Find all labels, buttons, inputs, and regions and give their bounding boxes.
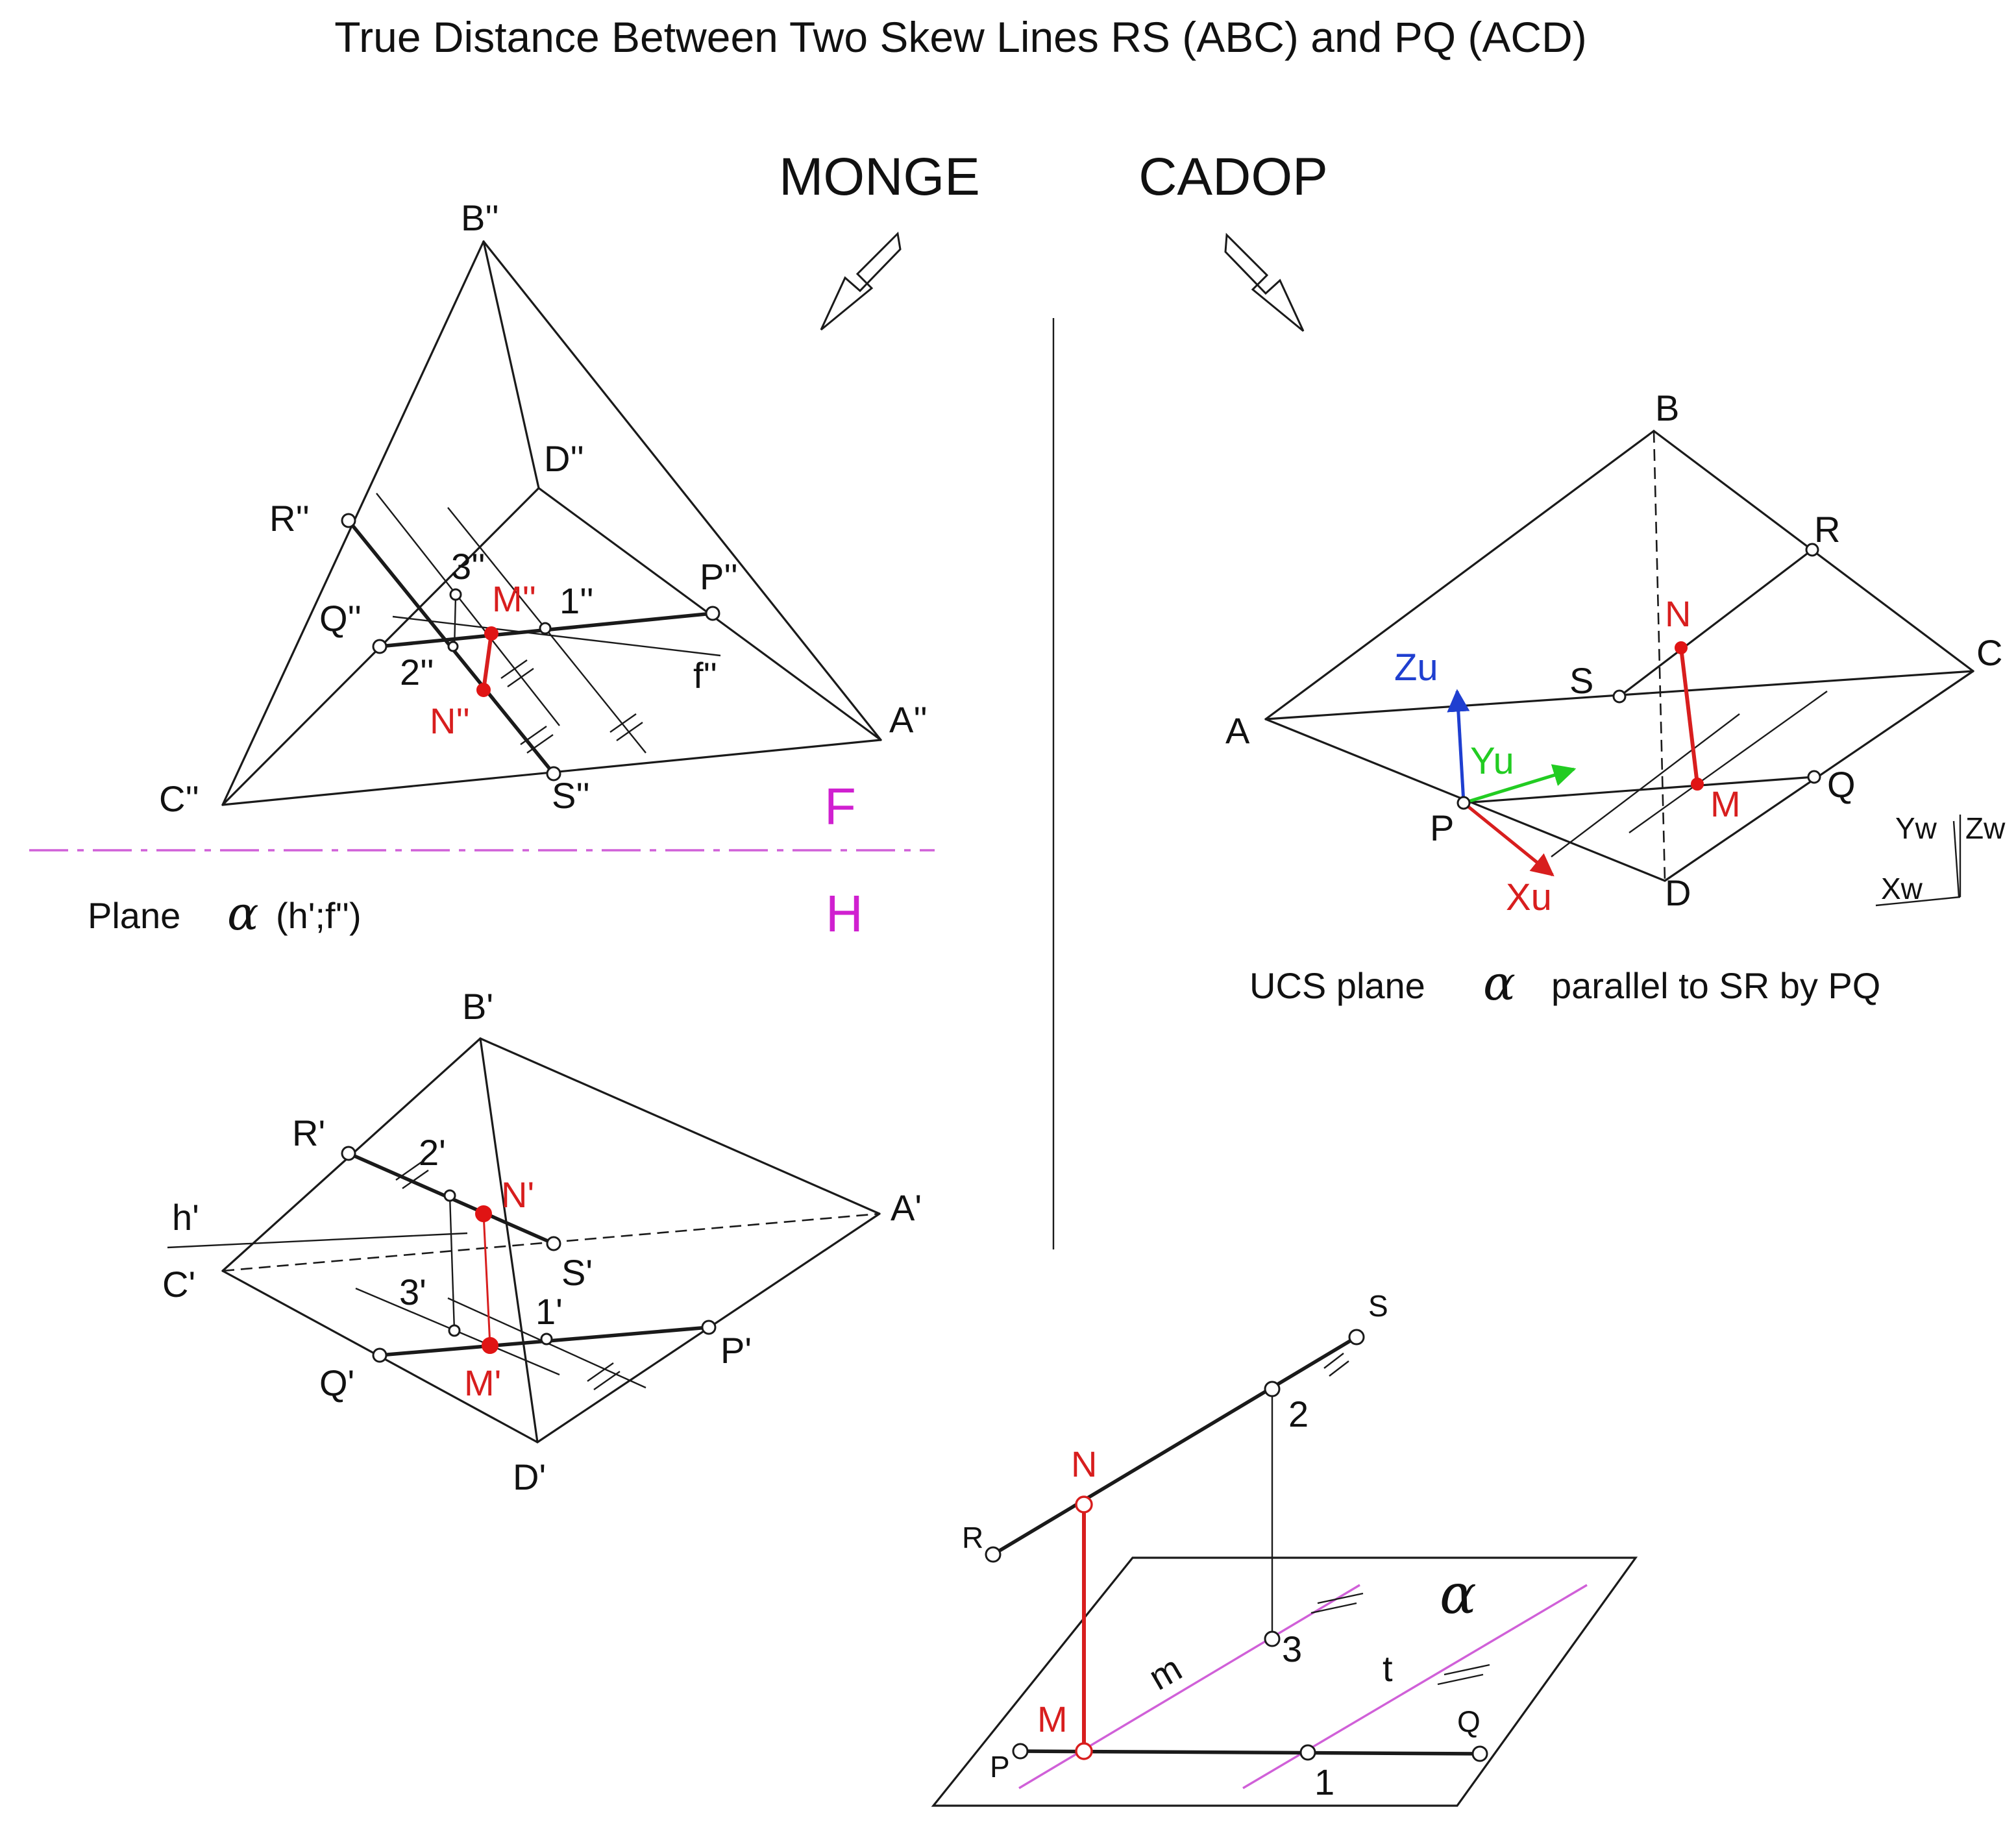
label-t-detail: t — [1383, 1648, 1393, 1689]
svg-text:Xw: Xw — [1881, 872, 1923, 905]
label-N-frontal: N'' — [430, 700, 470, 741]
label-3-horizontal: 3' — [399, 1272, 426, 1312]
label-A-horizontal: A' — [891, 1187, 922, 1228]
label-C-frontal: C'' — [159, 778, 199, 819]
ucs-caption: UCS plane α parallel to SR by PQ — [1249, 955, 1880, 1011]
label-2-frontal: 2'' — [400, 652, 434, 693]
label-P-cadop: P — [1430, 807, 1454, 848]
horizontal-plane-label: H — [826, 885, 863, 942]
frontal-view: B'' D'' R'' P'' Q'' A'' C'' S'' 1'' 2'' … — [159, 197, 928, 819]
label-Zu: Zu — [1394, 646, 1438, 689]
horizontal-view: B' R' 2' N' h' A' C' S' 3' 1' P' Q' M' D… — [162, 986, 922, 1497]
label-2-horizontal: 2' — [419, 1132, 446, 1173]
label-P-horizontal: P' — [720, 1330, 752, 1371]
label-D-cadop: D — [1665, 872, 1691, 913]
label-B-horizontal: B' — [462, 986, 493, 1027]
label-S-frontal: S'' — [552, 775, 590, 816]
label-alpha-detail: α — [1440, 1562, 1477, 1626]
label-Xu: Xu — [1506, 876, 1552, 918]
label-C-horizontal: C' — [162, 1264, 195, 1305]
label-Q-horizontal: Q' — [319, 1362, 354, 1403]
label-P-frontal: P'' — [700, 556, 738, 597]
label-P-detail: P — [990, 1750, 1010, 1784]
label-R-horizontal: R' — [292, 1112, 325, 1153]
label-h-horizontal: h' — [172, 1197, 199, 1238]
label-M-frontal: M'' — [492, 578, 536, 619]
svg-text:(h';f''): (h';f'') — [276, 895, 362, 936]
label-Yu: Yu — [1470, 740, 1514, 782]
label-Q-detail: Q — [1457, 1704, 1481, 1738]
label-Q-cadop: Q — [1827, 764, 1856, 805]
label-B-cadop: B — [1655, 387, 1679, 428]
label-3-detail: 3 — [1282, 1628, 1302, 1669]
svg-text:Zw: Zw — [1965, 811, 2006, 845]
label-M-detail: M — [1037, 1699, 1068, 1739]
label-2-detail: 2 — [1288, 1394, 1309, 1434]
label-S-cadop: S — [1569, 660, 1593, 701]
label-R-detail: R — [962, 1521, 983, 1555]
label-N-horizontal: N' — [501, 1174, 534, 1215]
label-1-horizontal: 1' — [535, 1291, 563, 1332]
cadop-arrow-icon — [1224, 232, 1305, 332]
svg-text:parallel to SR by PQ: parallel to SR by PQ — [1551, 965, 1880, 1006]
label-Q-frontal: Q'' — [319, 598, 362, 639]
detail-view: S 2 N R α m 3 t M P Q 1 — [931, 1289, 1638, 1807]
label-M-horizontal: M' — [464, 1362, 501, 1403]
label-A-frontal: A'' — [889, 699, 928, 740]
monge-header: MONGE — [779, 147, 980, 206]
frontal-plane-label: F — [824, 778, 856, 835]
cadop-header: CADOP — [1138, 147, 1328, 206]
label-B-frontal: B'' — [461, 197, 499, 238]
label-D-horizontal: D' — [513, 1456, 546, 1497]
label-R-cadop: R — [1814, 509, 1840, 550]
label-M-cadop: M — [1710, 783, 1741, 824]
label-f-frontal: f'' — [693, 655, 717, 696]
diagram-title: True Distance Between Two Skew Lines RS … — [334, 13, 1586, 61]
svg-text:Plane: Plane — [88, 895, 180, 936]
svg-text:Yw: Yw — [1895, 811, 1937, 845]
label-3-frontal: 3'' — [451, 546, 486, 587]
plane-alpha-caption: Plane α (h';f'') — [88, 886, 362, 940]
label-A-cadop: A — [1225, 710, 1250, 751]
label-N-detail: N — [1071, 1444, 1097, 1484]
monge-arrow-icon — [820, 231, 902, 331]
label-1-detail: 1 — [1314, 1762, 1334, 1802]
cadop-view: B R N C S A P M Q D Zu Yu Xu Yw Zw Xw — [1225, 387, 2006, 918]
label-1-frontal: 1'' — [559, 580, 594, 621]
svg-text:α: α — [227, 886, 259, 940]
label-S-detail: S — [1368, 1289, 1388, 1323]
label-N-cadop: N — [1665, 593, 1691, 634]
label-S-horizontal: S' — [561, 1252, 593, 1293]
svg-text:α: α — [1483, 955, 1516, 1011]
label-R-frontal: R'' — [269, 498, 310, 539]
label-C-cadop: C — [1976, 632, 2002, 673]
svg-text:UCS plane: UCS plane — [1249, 965, 1425, 1006]
world-axes-icon: Yw Zw Xw — [1875, 811, 2006, 907]
label-D-frontal: D'' — [544, 438, 584, 479]
